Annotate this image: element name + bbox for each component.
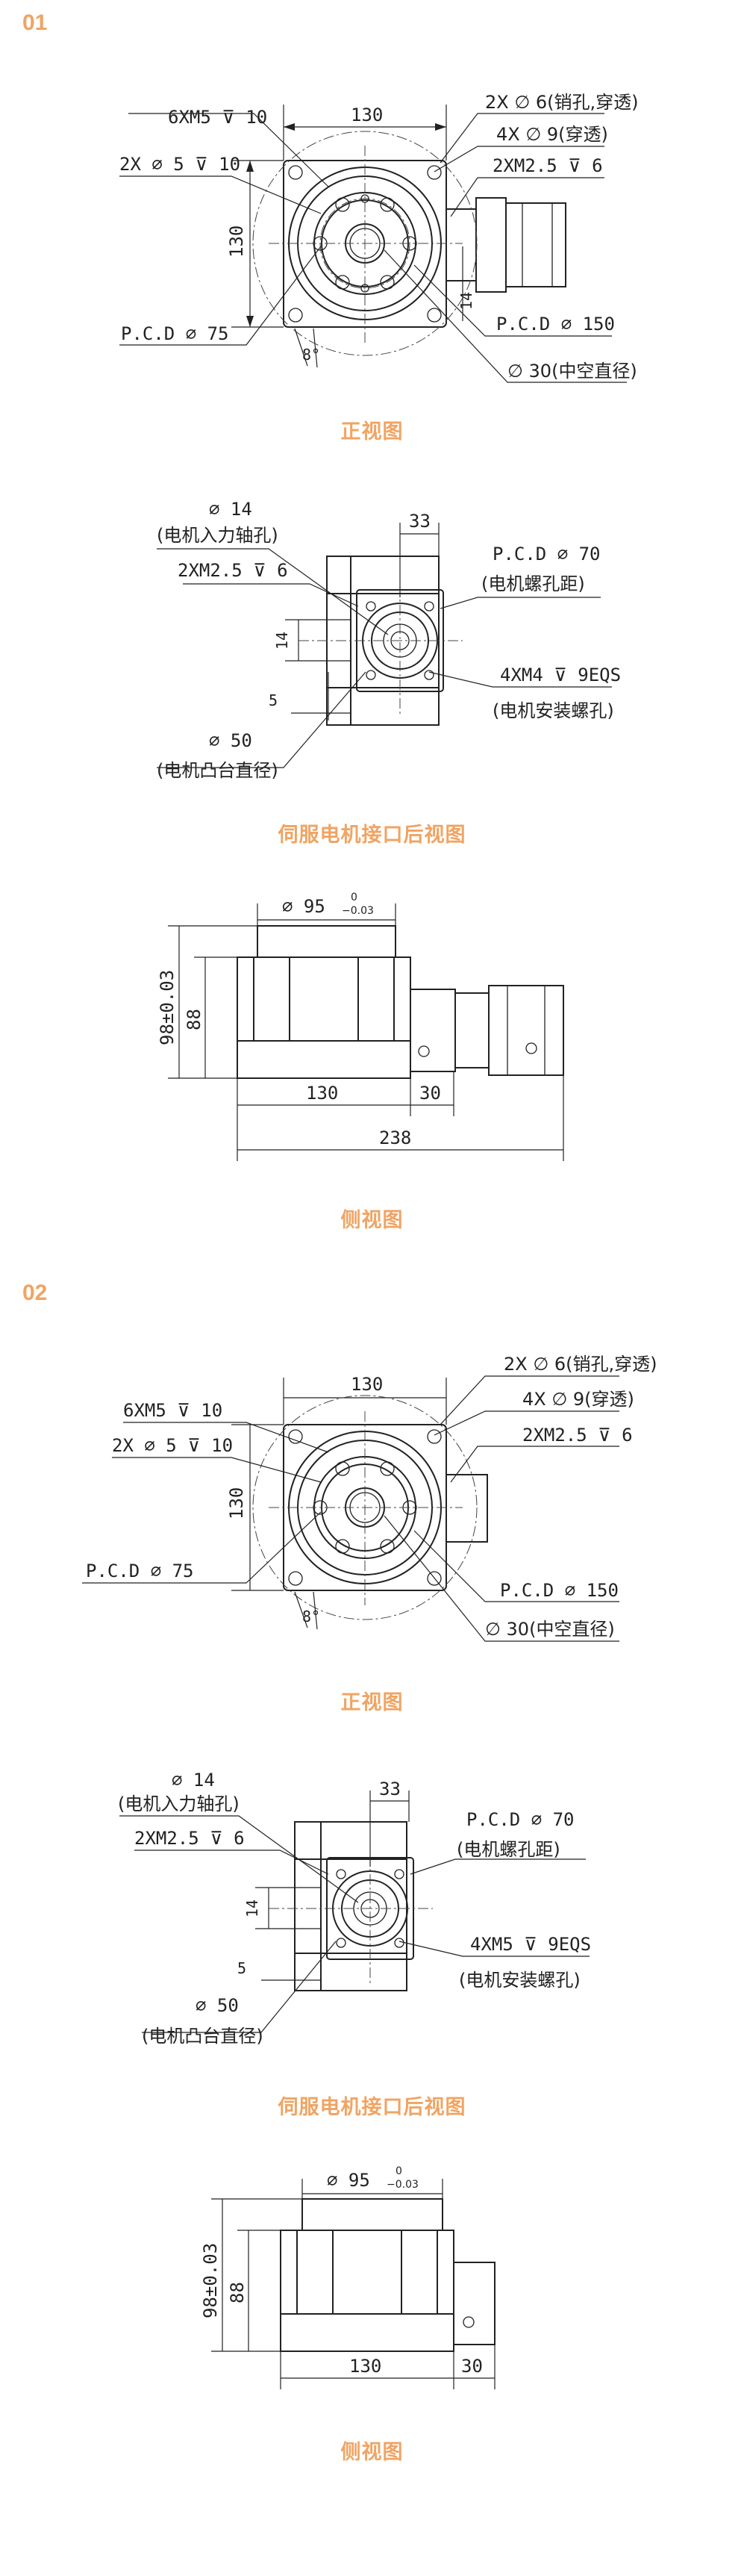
label-boss-desc: (电机凸台直径) [142, 2026, 263, 2047]
label-offset: 14 [457, 292, 475, 310]
label-body-width: 130 [306, 1083, 338, 1104]
label-offset-v: 14 [273, 632, 291, 650]
label-pin-top: 2X ∅ 6(销孔,穿透) [504, 1354, 657, 1375]
label-install-desc: (电机安装螺孔) [493, 700, 614, 721]
label-install: 4XM5 ⊽ 9EQS [470, 1934, 591, 1955]
label-width-33: 33 [379, 1779, 401, 1799]
label-top-dia: ∅ 95 [282, 896, 325, 917]
front-view-1: 6XM5 ⊽ 10 130 2X ∅ 6(销孔,穿透) 4X ∅ 9(穿透) 2… [119, 92, 639, 383]
side-view-1: ∅ 95 0 −0.03 98±0.03 88 130 30 238 [157, 892, 564, 1161]
label-flange-width: 30 [461, 2356, 483, 2377]
label-width: 130 [351, 105, 383, 125]
label-offset-h: 5 [269, 691, 278, 709]
label-pcd: P.C.D ∅ 70 [466, 1809, 575, 1830]
label-body-height: 88 [184, 1009, 204, 1030]
label-thread: 2XM2.5 ⊽ 6 [134, 1828, 245, 1849]
section-number: 02 [22, 1281, 48, 1305]
label-shaft-dia: ∅ 14 [172, 1770, 215, 1791]
section-number: 01 [22, 10, 48, 35]
caption-side-view: 侧视图 [340, 2441, 404, 2463]
label-hollow: ∅ 30(中空直径) [507, 361, 637, 382]
rear-view-2: ∅ 14 (电机入力轴孔) 2XM2.5 ⊽ 6 33 P.C.D ∅ 70 (… [118, 1770, 591, 2047]
label-width-33: 33 [409, 511, 431, 532]
label-pcd-small: P.C.D ∅ 75 [86, 1561, 194, 1581]
label-total-height: 98±0.03 [200, 2243, 221, 2318]
label-body-height: 88 [227, 2282, 248, 2303]
caption-rear-view: 伺服电机接口后视图 [278, 2096, 466, 2118]
label-tol-lower: −0.03 [342, 905, 374, 917]
label-pin-left: 2X ∅ 5 ⊽ 10 [119, 154, 240, 175]
label-small-thread: 2XM2.5 ⊽ 6 [493, 155, 603, 176]
label-install-desc: (电机安装螺孔) [459, 1970, 581, 1991]
label-tol-lower: −0.03 [387, 2179, 419, 2191]
label-install: 4XM4 ⊽ 9EQS [500, 665, 621, 685]
label-flange-width: 30 [419, 1083, 441, 1104]
caption-side-view: 侧视图 [340, 1209, 404, 1231]
caption-front-view: 正视图 [340, 420, 404, 443]
label-total-length: 238 [379, 1127, 411, 1148]
label-pcd: P.C.D ∅ 70 [493, 544, 601, 564]
label-pin-top: 2X ∅ 6(销孔,穿透) [485, 92, 639, 113]
label-mount-screw: 6XM5 ⊽ 10 [123, 1400, 222, 1421]
label-top-dia: ∅ 95 [327, 2170, 370, 2191]
label-tol-upper: 0 [351, 892, 357, 903]
label-offset-v: 14 [243, 1900, 261, 1917]
caption-rear-view: 伺服电机接口后视图 [278, 824, 466, 846]
side-view-2: ∅ 95 0 −0.03 98±0.03 88 130 30 [200, 2165, 496, 2389]
label-thru-hole: 4X ∅ 9(穿透) [496, 124, 608, 145]
label-height: 130 [226, 1487, 247, 1519]
label-small-thread: 2XM2.5 ⊽ 6 [522, 1425, 633, 1446]
label-body-width: 130 [349, 2356, 381, 2377]
label-hollow: ∅ 30(中空直径) [485, 1619, 615, 1640]
label-pcd-large: P.C.D ∅ 150 [496, 314, 615, 335]
label-angle: 8° [302, 346, 320, 364]
caption-front-view: 正视图 [340, 1691, 404, 1714]
label-boss-dia: ∅ 50 [196, 1995, 239, 2016]
label-pcd-small: P.C.D ∅ 75 [121, 323, 229, 344]
label-pin-left: 2X ∅ 5 ⊽ 10 [112, 1435, 233, 1456]
label-pcd-desc: (电机螺孔距) [457, 1839, 560, 1860]
label-boss-dia: ∅ 50 [209, 730, 252, 751]
label-shaft-dia: ∅ 14 [209, 499, 252, 520]
label-thru-hole: 4X ∅ 9(穿透) [522, 1389, 634, 1410]
label-pcd-large: P.C.D ∅ 150 [500, 1580, 619, 1601]
label-offset-h: 5 [237, 1959, 246, 1977]
label-shaft-desc: (电机入力轴孔) [118, 1793, 240, 1814]
label-angle: 8° [302, 1608, 320, 1625]
label-thread: 2XM2.5 ⊽ 6 [178, 560, 288, 581]
label-total-height: 98±0.03 [157, 970, 178, 1045]
label-height: 130 [226, 225, 247, 258]
label-shaft-desc: (电机入力轴孔) [157, 525, 278, 546]
front-view-2: 130 2X ∅ 6(销孔,穿透) 4X ∅ 9(穿透) 6XM5 ⊽ 10 2… [82, 1354, 657, 1642]
rear-view-1: ∅ 14 (电机入力轴孔) 2XM2.5 ⊽ 6 33 P.C.D ∅ 70 (… [157, 499, 621, 781]
label-mount-screw: 6XM5 ⊽ 10 [168, 107, 267, 128]
label-width: 130 [351, 1374, 383, 1395]
label-boss-desc: (电机凸台直径) [157, 760, 278, 781]
label-tol-upper: 0 [396, 2165, 402, 2177]
label-pcd-desc: (电机螺孔距) [481, 573, 585, 594]
